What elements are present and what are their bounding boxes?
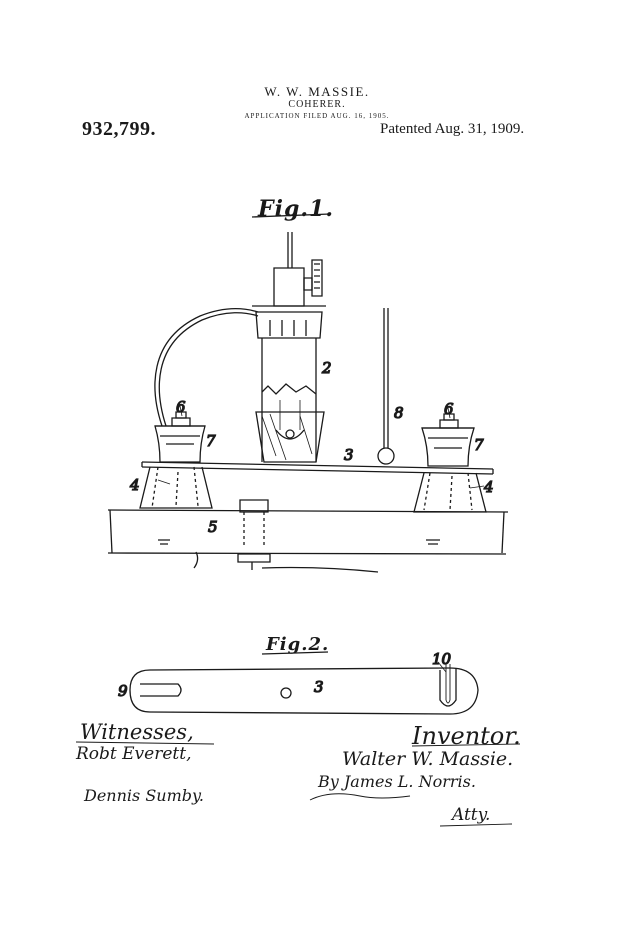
atty-underline [439,823,513,827]
attorney-by-line: By James L. Norris. [318,772,476,791]
inventor-underline [411,743,521,747]
ref-numeral-5: 5 [208,518,218,536]
witnesses-underline [75,741,215,745]
ref-numeral-10: 10 [432,650,452,668]
ref-numeral-9: 9 [118,682,128,700]
attorney-label: Atty. [452,805,491,825]
witness-2-signature: Dennis Sumby. [84,786,204,805]
connecting-wire [154,308,259,427]
base-board [107,509,509,555]
base-fasteners [158,499,440,573]
figure-1-label: Fig.1. [258,196,334,222]
figure-1-underline [251,213,331,218]
tapper-rod [377,308,395,465]
attorney-flourish [309,793,411,801]
patent-title: COHERER. [288,99,346,110]
witnesses-label: Witnesses, [80,720,194,744]
patent-number: 932,799. [82,118,156,140]
connecting-wire-inner [158,312,259,427]
inventor-signature: Walter W. Massie. [342,748,514,770]
fig2-strip [129,664,479,715]
left-binding-post [139,411,213,509]
patented-date: Patented Aug. 31, 1909. [380,121,525,137]
right-binding-post [413,413,487,513]
ref-numeral-4-right: 4 [483,478,494,496]
ref-numeral-8: 8 [394,404,404,422]
coherer-plate [141,461,494,475]
figure-2-label: Fig.2. [266,634,330,655]
ref-numeral-7-left: 7 [206,432,216,450]
inventor-name-header: W. W. MASSIE. [264,84,370,99]
figure-2-underline [261,651,329,655]
ref-numeral-3-fig1: 3 [344,446,354,464]
inventor-label: Inventor. [412,722,521,750]
application-filed-date: APPLICATION FILED AUG. 16, 1905. [244,112,390,120]
ref-numeral-6-left: 6 [176,398,186,416]
witness-1-signature: Robt Everett, [76,744,192,764]
coherer-tube [252,232,326,463]
ref-numeral-6-right: 6 [444,400,454,418]
ref-numeral-2: 2 [321,359,332,377]
ref-numeral-3-fig2: 3 [314,678,324,696]
ref-numeral-4-left: 4 [129,476,140,494]
ref-numeral-7-right: 7 [474,436,484,454]
